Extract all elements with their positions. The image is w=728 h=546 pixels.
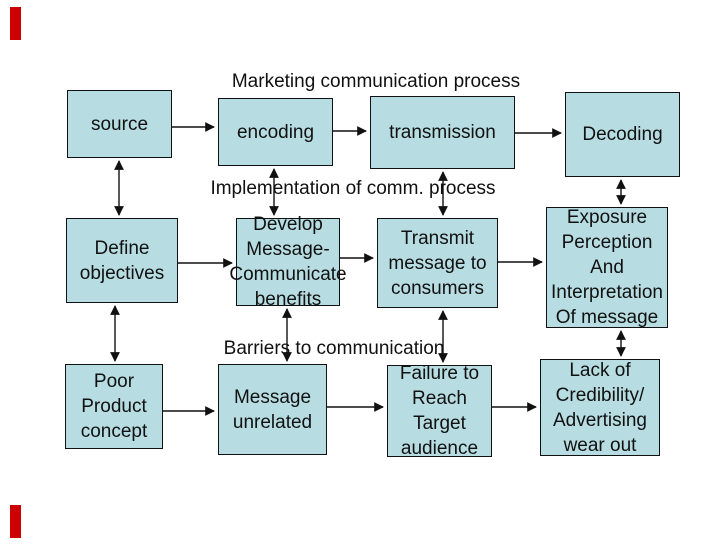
box-encoding: encoding xyxy=(218,98,333,166)
box-encoding-label: encoding xyxy=(236,121,315,143)
box-poor-product-concept: Poor Product concept xyxy=(65,364,163,449)
section-title-marketing-process: Marketing communication process xyxy=(231,71,521,92)
box-lack-of-credibility-label: Lack of Credibility/ Advertising wear ou… xyxy=(553,359,647,456)
box-exposure-perception: Exposure Perception And Interpretation O… xyxy=(546,207,668,328)
box-exposure-perception-label: Exposure Perception And Interpretation O… xyxy=(551,207,663,328)
box-message-unrelated-label: Message unrelated xyxy=(232,386,313,433)
red-accent-bar-top xyxy=(10,7,21,40)
box-decoding: Decoding xyxy=(565,92,680,177)
box-decoding-label: Decoding xyxy=(582,124,663,145)
section-title-implementation: Implementation of comm. process xyxy=(210,178,496,199)
box-develop-message-label: Develop Message- Communicate benefits xyxy=(229,214,347,310)
box-transmit-message-label: Transmit message to consumers xyxy=(388,227,487,299)
section-title-barriers: Barriers to communication xyxy=(223,338,445,359)
box-transmit-message: Transmit message to consumers xyxy=(377,218,498,308)
box-transmission-label: transmission xyxy=(389,122,496,143)
box-transmission: transmission xyxy=(370,96,515,169)
red-accent-bar-bottom xyxy=(10,505,21,538)
box-source: source xyxy=(67,90,172,158)
box-define-objectives: Define objectives xyxy=(66,218,178,303)
box-source-label: source xyxy=(90,113,149,135)
box-failure-to-reach: Failure to Reach Target audience xyxy=(387,363,492,459)
box-define-objectives-label: Define objectives xyxy=(79,237,165,284)
box-lack-of-credibility: Lack of Credibility/ Advertising wear ou… xyxy=(540,359,660,456)
box-message-unrelated: Message unrelated xyxy=(218,364,327,455)
box-failure-to-reach-label: Failure to Reach Target audience xyxy=(399,363,480,459)
box-develop-message: Develop Message- Communicate benefits xyxy=(229,214,346,310)
box-poor-product-concept-label: Poor Product concept xyxy=(80,371,148,442)
